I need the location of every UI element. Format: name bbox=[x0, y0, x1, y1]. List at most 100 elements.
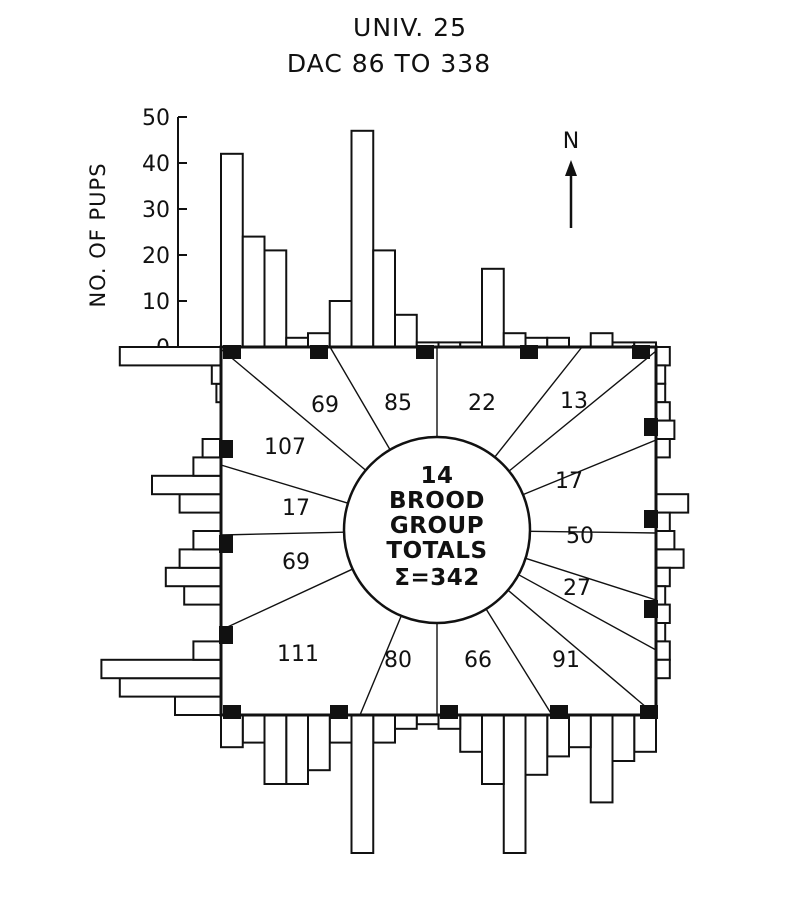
sector-divider bbox=[220, 348, 367, 471]
bar-right bbox=[655, 511, 671, 532]
center-line-3: GROUP bbox=[390, 513, 484, 539]
bar-bottom bbox=[589, 714, 614, 804]
bar-right bbox=[655, 603, 671, 624]
bar-left bbox=[174, 695, 222, 716]
bar-top bbox=[394, 313, 418, 348]
bar-top bbox=[307, 332, 331, 349]
y-tick-label: 10 bbox=[142, 290, 170, 315]
sector-divider bbox=[525, 557, 657, 601]
center-line-1: 14 bbox=[420, 463, 453, 489]
bar-left bbox=[178, 493, 223, 514]
bar-bottom bbox=[502, 714, 527, 854]
bar-left bbox=[192, 456, 222, 477]
center-label: 14 BROOD GROUP TOTALS Σ=342 bbox=[386, 463, 487, 591]
y-axis: 50403020100 bbox=[142, 106, 221, 361]
north-arrow: N bbox=[563, 129, 579, 228]
bar-bottom bbox=[285, 714, 309, 785]
sector-divider bbox=[518, 574, 657, 651]
bar-bottom bbox=[394, 714, 418, 730]
y-tick-label: 30 bbox=[142, 198, 170, 223]
sector-divider bbox=[220, 531, 345, 536]
bar-top bbox=[241, 235, 266, 349]
bar-right bbox=[655, 493, 690, 514]
bar-left bbox=[183, 585, 222, 606]
bar-bottom bbox=[568, 714, 592, 749]
bar-bottom bbox=[372, 714, 396, 744]
bar-right bbox=[655, 438, 671, 459]
nest-box-marker bbox=[223, 705, 241, 719]
north-label: N bbox=[563, 129, 579, 154]
bar-right bbox=[655, 346, 671, 367]
sector-divider bbox=[485, 608, 553, 716]
bar-left bbox=[192, 640, 222, 661]
bar-left bbox=[192, 530, 222, 551]
group-total-left-1: 111 bbox=[277, 642, 319, 667]
center-circle bbox=[342, 435, 532, 625]
sector-divider bbox=[508, 350, 657, 472]
bar-right bbox=[655, 548, 685, 569]
bar-bottom bbox=[524, 714, 549, 776]
bar-left bbox=[118, 677, 222, 698]
bar-right bbox=[655, 640, 671, 661]
bar-right bbox=[655, 658, 671, 680]
center-line-4: TOTALS bbox=[386, 538, 487, 564]
chart-subtitle: DAC 86 TO 338 bbox=[287, 49, 491, 78]
enclosure-frame bbox=[219, 345, 658, 717]
bar-top bbox=[481, 267, 505, 348]
group-total-top-4: 13 bbox=[560, 389, 588, 414]
bar-bottom bbox=[241, 714, 266, 744]
bar-bottom bbox=[350, 714, 375, 854]
group-total-top-3: 22 bbox=[468, 391, 496, 416]
bar-bottom bbox=[459, 714, 483, 753]
group-total-right-2: 50 bbox=[566, 524, 594, 549]
north-arrow-head bbox=[565, 160, 577, 176]
group-total-bottom-3: 80 bbox=[384, 648, 412, 673]
bar-bottom bbox=[220, 714, 244, 749]
group-total-bottom-1: 91 bbox=[552, 648, 580, 673]
sector-divider bbox=[529, 530, 657, 534]
bar-series bbox=[100, 129, 690, 854]
nest-box-marker bbox=[550, 705, 568, 719]
nest-box-marker bbox=[440, 705, 458, 719]
bar-left bbox=[100, 658, 222, 680]
bar-left bbox=[118, 346, 222, 367]
group-totals: 69 85 22 13 17 50 27 91 66 80 111 69 17 … bbox=[264, 389, 594, 673]
bar-left bbox=[151, 474, 222, 496]
bar-left bbox=[178, 548, 223, 569]
group-total-left-2: 69 bbox=[282, 550, 310, 575]
y-tick-label: 20 bbox=[142, 244, 170, 269]
bar-right bbox=[655, 566, 671, 588]
bar-top bbox=[263, 249, 288, 348]
y-axis-label: NO. OF PUPS bbox=[86, 162, 110, 307]
sector-dividers bbox=[220, 346, 657, 716]
bar-right bbox=[655, 419, 676, 441]
bar-top bbox=[350, 129, 375, 348]
sector-divider bbox=[494, 346, 583, 458]
group-total-top-2: 85 bbox=[384, 391, 412, 416]
center-line-2: BROOD bbox=[389, 488, 485, 514]
center-line-5: Σ=342 bbox=[394, 565, 480, 591]
bar-top bbox=[372, 249, 396, 348]
y-tick-label: 50 bbox=[142, 106, 170, 131]
group-total-bottom-2: 66 bbox=[464, 648, 492, 673]
bar-top bbox=[220, 152, 244, 348]
group-total-left-4: 107 bbox=[264, 435, 306, 460]
bar-left bbox=[164, 566, 223, 588]
sector-divider bbox=[220, 568, 353, 631]
bar-left bbox=[201, 438, 223, 459]
sector-divider bbox=[220, 464, 349, 504]
y-tick-label: 40 bbox=[142, 152, 170, 177]
sector-divider bbox=[507, 589, 654, 714]
bar-bottom bbox=[307, 714, 331, 772]
bar-bottom bbox=[481, 714, 505, 785]
bar-top bbox=[502, 332, 527, 349]
group-total-top-1: 69 bbox=[311, 393, 339, 418]
bar-bottom bbox=[546, 714, 570, 758]
group-total-right-3: 27 bbox=[563, 576, 591, 601]
bar-top bbox=[589, 332, 614, 349]
bar-right bbox=[655, 530, 676, 551]
sector-divider bbox=[522, 439, 657, 496]
group-total-left-3: 17 bbox=[282, 496, 310, 521]
bar-bottom bbox=[633, 714, 657, 753]
